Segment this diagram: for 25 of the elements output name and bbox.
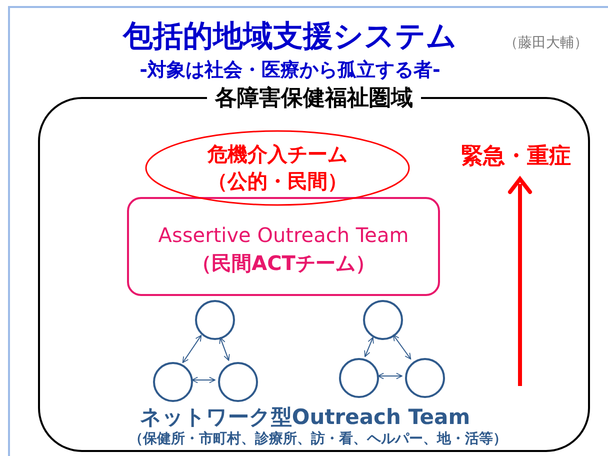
author-note: （藤田大輔） [504, 36, 588, 52]
circle-node [363, 300, 403, 340]
double-arrow [378, 372, 402, 380]
team-name: Assertive Outreach Team [158, 223, 409, 247]
circle-node [153, 362, 193, 402]
team-name: （民間ACTチーム） [192, 251, 376, 275]
title: 包括的地域支援システム [123, 18, 457, 56]
team-name: 危機介入チーム [208, 142, 348, 166]
team-name: （公的・民間） [208, 169, 348, 193]
double-arrow [192, 376, 216, 384]
circle-node [195, 300, 235, 340]
circle-node [339, 358, 379, 398]
double-arrow [182, 334, 202, 364]
double-arrow [219, 337, 230, 361]
team-box [127, 197, 440, 296]
region-heading: 各障害保健福祉圏域 [207, 87, 421, 111]
circle-node [405, 358, 445, 398]
double-arrow [392, 334, 412, 360]
severity-label: 緊急・重症 [461, 145, 571, 170]
network-note: （保健所・市町村、診療所、訪・看、ヘルパー、地・活等） [129, 432, 507, 448]
double-arrow [364, 336, 374, 358]
subtitle: -対象は社会・医療から孤立する者- [140, 60, 440, 81]
team-ellipse [145, 130, 410, 206]
network-label: ネットワーク型Outreach Team [140, 406, 470, 430]
circle-node [218, 362, 258, 402]
